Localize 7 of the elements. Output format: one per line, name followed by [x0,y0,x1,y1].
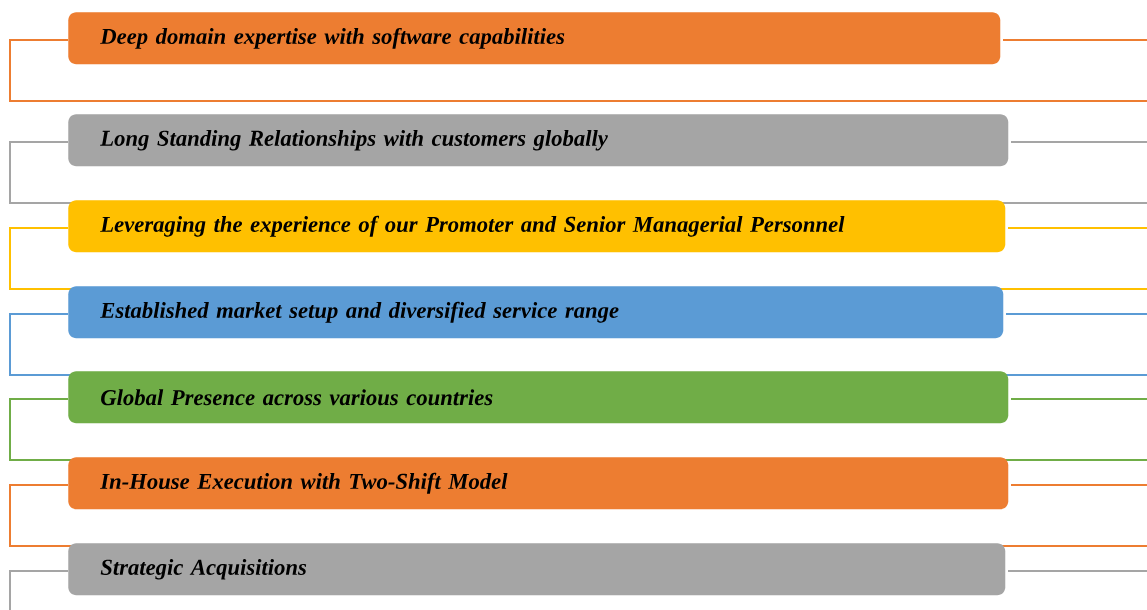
feature-box: Leveraging the experience of our Promoter and Senior Managerial Personnel [68,200,1006,253]
feature-box: Long Standing Relationships with customers globally [68,114,1009,167]
feature-box: In-House Execution with Two-Shift Model [68,457,1009,510]
feature-box: Strategic Acquisitions [68,543,1006,596]
feature-box: Established market setup and diversified service range [68,286,1004,339]
feature-box: Deep domain expertise with software capabilities [68,12,1001,65]
feature-box: Global Presence across various countries [68,371,1009,424]
